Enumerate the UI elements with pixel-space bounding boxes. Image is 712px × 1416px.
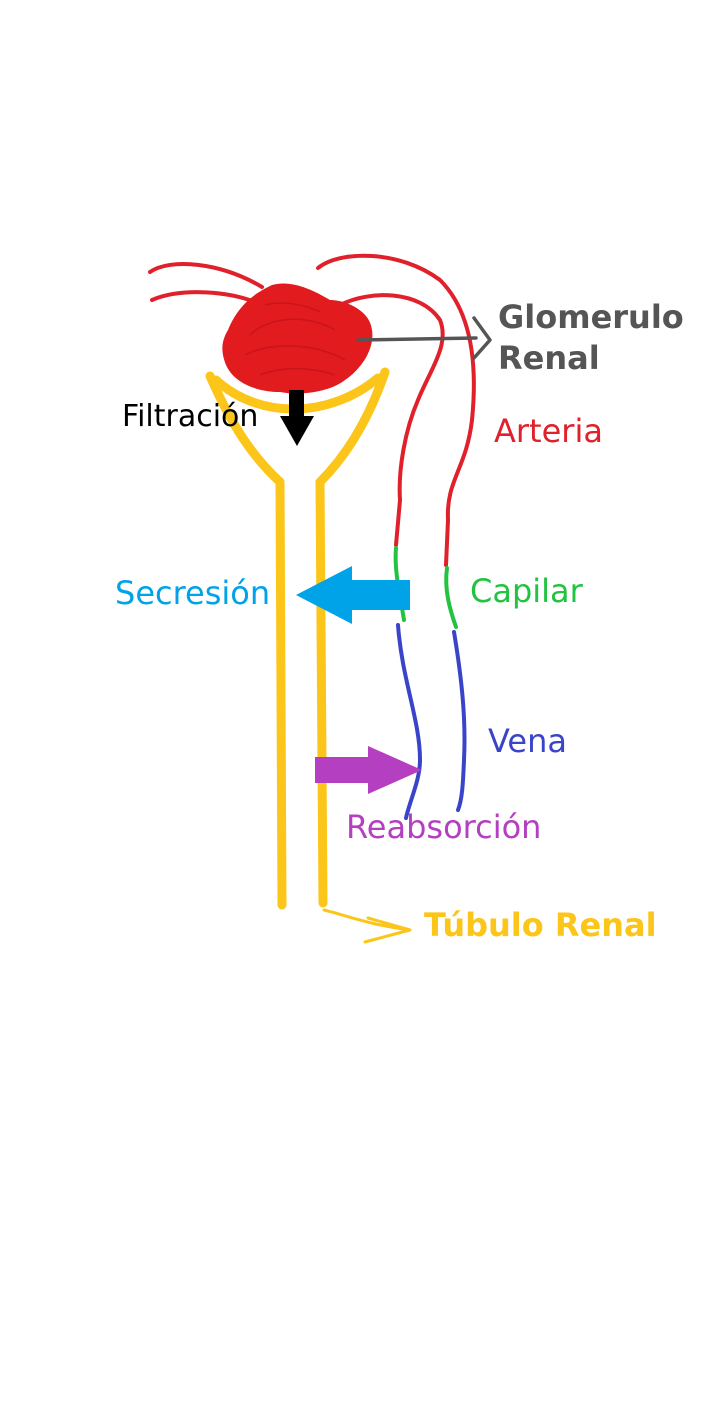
secretion-arrow bbox=[296, 566, 410, 624]
glomerulo-label-line1: Glomerulo bbox=[498, 298, 684, 336]
tubulo-label: Túbulo Renal bbox=[424, 906, 657, 944]
glomerulo-label-line2: Renal bbox=[498, 339, 600, 378]
capillary-right bbox=[444, 566, 458, 629]
vena-label: Vena bbox=[488, 722, 567, 760]
tubule-left-wall bbox=[275, 477, 287, 910]
filtration-arrow bbox=[280, 390, 314, 446]
filtracion-label: Filtración bbox=[122, 399, 259, 434]
arteria-label: Arteria bbox=[494, 412, 603, 450]
glomerulo-label: Glomerulo Renal bbox=[498, 298, 684, 378]
artery-inner bbox=[338, 293, 445, 547]
tubule-right-wall bbox=[315, 477, 328, 908]
glomerulus bbox=[222, 283, 373, 394]
reabsorcion-label: Reabsorción bbox=[346, 808, 542, 846]
afferent-arteriole-upper bbox=[148, 262, 264, 289]
vein-right bbox=[452, 630, 467, 812]
capilar-label: Capilar bbox=[470, 572, 583, 610]
glomerulo-pointer bbox=[356, 316, 492, 360]
secrecion-label: Secresión bbox=[115, 574, 271, 612]
tubulo-pointer bbox=[322, 908, 412, 944]
reabsorption-arrow bbox=[315, 746, 422, 794]
vein-left bbox=[396, 623, 423, 820]
